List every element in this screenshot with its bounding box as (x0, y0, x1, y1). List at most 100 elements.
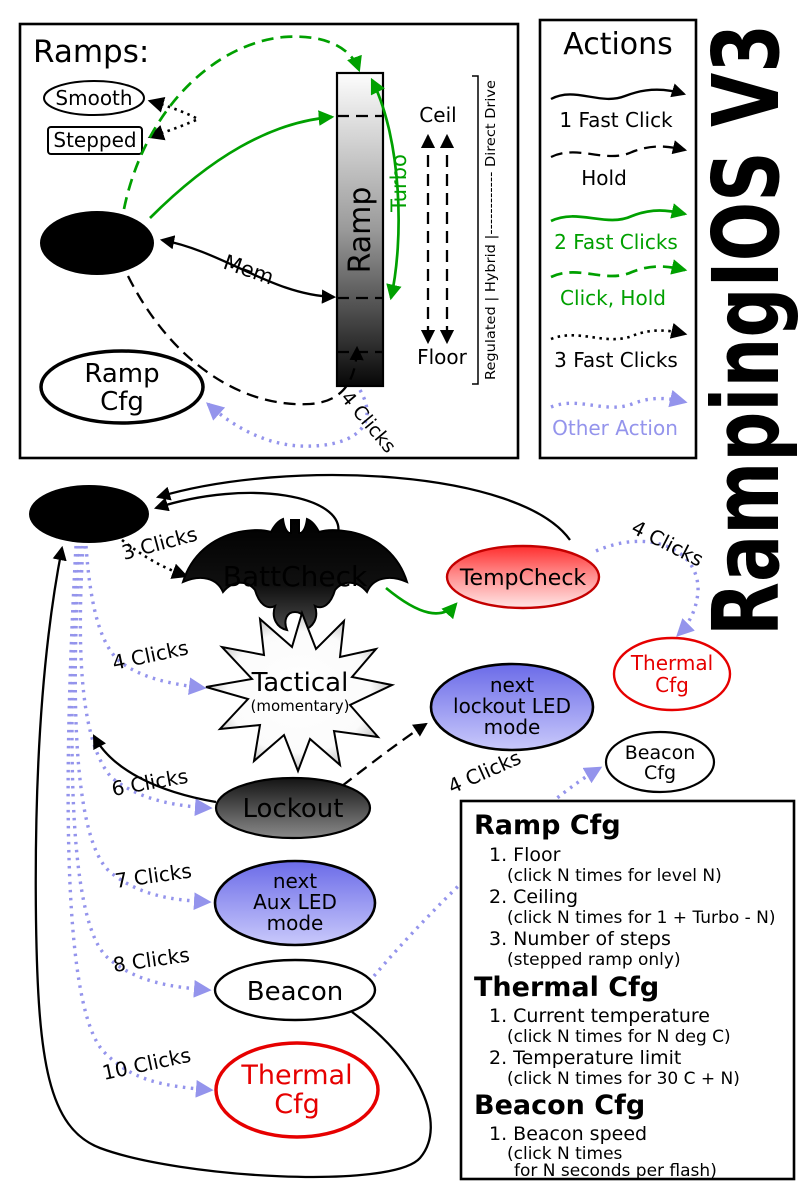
legend-label: Click, Hold (560, 286, 666, 310)
main-diagram: 3 Clicks 4 Clicks 4 Clicks 6 Clicks 7 Cl… (29, 473, 732, 1179)
legend-label: 3 Fast Clicks (554, 348, 678, 372)
cfg-item-sub: (click N times for N deg C) (507, 1027, 731, 1047)
cfg-item-sub: (stepped ramp only) (507, 950, 681, 970)
thermal-cfg2-label-1: Thermal (240, 1060, 352, 1091)
actions-panel-border (538, 18, 698, 460)
floor-label: Floor (417, 345, 468, 369)
thermal-cfg2-label-2: Cfg (274, 1089, 320, 1120)
legend-label: Hold (581, 166, 627, 190)
battcheck-node: BattCheck (181, 517, 409, 632)
legend-arrow-dashed-black (550, 140, 688, 159)
beacon-label: Beacon (247, 977, 343, 1007)
ramp-cfg-label-2: Cfg (100, 387, 144, 417)
edge-lockout-to-lockoutled (341, 722, 428, 787)
ramp-cfg-label-1: Ramp (84, 359, 159, 389)
lockout-led-label-2: lockout LED (453, 694, 571, 718)
legend-arrow-solid-green (550, 203, 688, 223)
aux-led-label-1: next (273, 869, 317, 893)
legend-row-2-fast-clicks: 2 Fast Clicks (550, 203, 688, 254)
aux-led-node (213, 859, 377, 947)
off-label-top: OFF (64, 227, 131, 262)
cfg-item: 3. Number of steps (489, 928, 671, 950)
legend-arrow-dashed-green (550, 259, 688, 279)
cfg-item-sub: (click N times for 1 + Turbo - N) (507, 908, 776, 928)
legend-arrow-dotted-black (550, 323, 688, 341)
legend-row-3-fast-clicks: 3 Fast Clicks (550, 323, 688, 372)
aux-led-label-2: Aux LED (253, 890, 337, 914)
actions-panel-title: Actions (563, 27, 673, 62)
beacon-cfg-node (604, 730, 716, 794)
legend-arrow-dotted-periwinkle (550, 389, 688, 409)
cfg-item-sub: for N seconds per flash) (514, 1161, 717, 1181)
thermal-cfg2-node (214, 1041, 380, 1139)
edge-off-to-auxled (73, 545, 212, 911)
legend-arrow-solid-black (550, 83, 687, 101)
edge-tempcheck-to-off (155, 473, 571, 541)
drive-scale-label: Regulated | Hybrid |------------ Direct … (483, 80, 499, 380)
app-title: RampingIOS V3 (693, 24, 800, 636)
tactical-node: Tactical (momentary) (205, 609, 396, 774)
off-label-main: OFF (57, 498, 121, 532)
cfg-thermal-title: Thermal Cfg (474, 972, 659, 1003)
cfg-item-sub: (click N times for level N) (507, 866, 722, 886)
cfg-item: 2. Ceiling (489, 886, 578, 908)
tactical-star-icon (205, 609, 396, 774)
cfg-item-sub: (click N times for 30 C + N) (507, 1069, 740, 1089)
ramp-cfg-node (39, 349, 205, 425)
actions-panel: Actions 1 Fast Click Hold 2 Fast Clicks … (538, 18, 698, 460)
legend-row-click-hold: Click, Hold (550, 259, 688, 310)
edge-beacon-return-to-off (34, 545, 432, 1179)
label-8-clicks: 8 Clicks (111, 942, 191, 977)
beacon-node (213, 958, 377, 1022)
legend-row-other-action: Other Action (550, 389, 688, 440)
tempcheck-label: TempCheck (459, 566, 587, 591)
edge-off-ramp-mem (159, 235, 337, 304)
edge-lockout-to-off (92, 734, 217, 804)
cfg-panel: Ramp Cfg 1. Floor (click N times for lev… (459, 799, 796, 1181)
beacon-cfg-label-1: Beacon (625, 742, 695, 764)
cfg-panel-border (459, 799, 796, 1181)
tempcheck-node (445, 544, 601, 610)
edge-off-to-lockout (78, 545, 213, 816)
label-10-clicks: 10 Clicks (100, 1043, 193, 1085)
edge-ramp-turbo (370, 77, 402, 301)
tactical-label-1: Tactical (251, 668, 349, 698)
lockout-node (214, 776, 372, 840)
legend-label: Other Action (552, 416, 678, 440)
edge-off-ramp-ceil-green (149, 110, 335, 219)
off-node-main (29, 485, 149, 543)
cfg-item: 1. Current temperature (489, 1005, 710, 1027)
edge-off-to-tactical (84, 545, 207, 696)
thermal-cfg-label-1: Thermal (630, 651, 713, 675)
legend-label: 2 Fast Clicks (554, 230, 678, 254)
turbo-label: Turbo (387, 154, 411, 213)
edge-off-ramp-turbo-greendash (122, 35, 362, 210)
label-4-clicks-beacon: 4 Clicks (444, 745, 524, 798)
smooth-label: Smooth (55, 86, 132, 110)
edge-off-to-beacon (70, 545, 212, 998)
smooth-node (43, 80, 145, 116)
cfg-item-sub: (click N times (507, 1144, 623, 1164)
drive-scale-bracket (472, 75, 479, 385)
edge-battcheck-to-off (153, 491, 340, 535)
legend-row-1-fast-click: 1 Fast Click (550, 83, 687, 132)
legend-label: 1 Fast Click (559, 108, 673, 132)
legend-row-hold: Hold (550, 140, 688, 190)
off-node-top (40, 211, 154, 275)
battcheck-label: BattCheck (223, 560, 368, 593)
edge-off-to-thermalcfg2 (66, 545, 214, 1098)
cfg-ramp-title: Ramp Cfg (474, 810, 621, 841)
beacon-cfg-label-2: Cfg (644, 762, 676, 784)
cfg-beacon-title: Beacon Cfg (474, 1090, 645, 1121)
label-4-clicks-tactical: 4 Clicks (110, 635, 190, 675)
lockout-label: Lockout (243, 794, 344, 824)
lockout-led-label-3: mode (484, 715, 541, 739)
ramp-label: Ramp (343, 187, 378, 274)
ramps-panel-title: Ramps: (33, 34, 149, 70)
edge-off-ramp-floor-dashed (126, 275, 364, 406)
aux-led-label-3: mode (267, 911, 324, 935)
stepped-node (47, 126, 143, 155)
edge-off-to-battcheck (121, 538, 189, 579)
label-6-clicks: 6 Clicks (110, 764, 190, 801)
